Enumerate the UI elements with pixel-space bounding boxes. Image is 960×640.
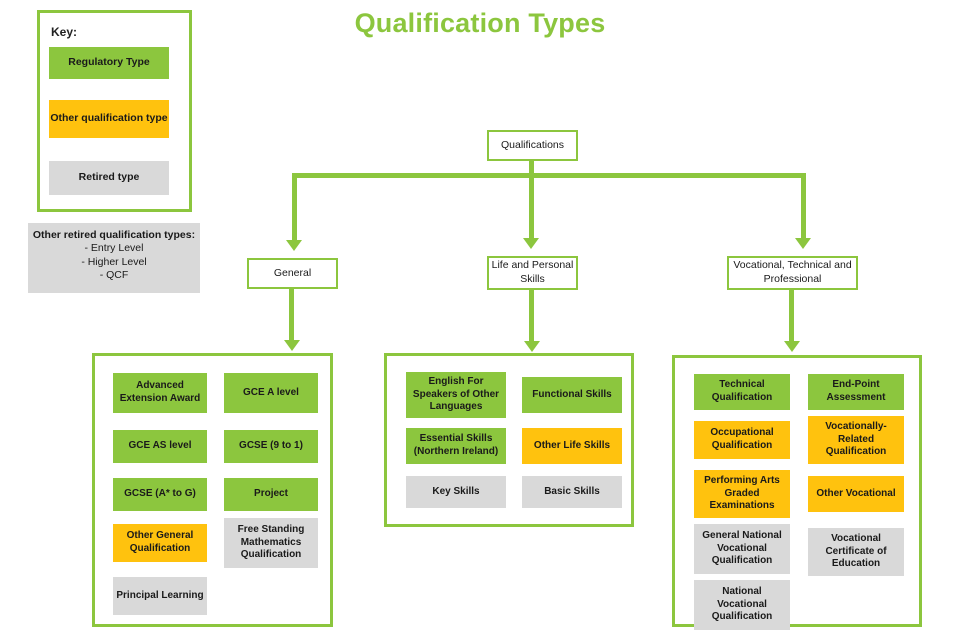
chip-key-skills[interactable]: Key Skills [406,476,506,508]
group-life-and-personal-skills: English For Speakers of Other Languages … [384,353,634,527]
node-vocational-technical-and-professional[interactable]: Vocational, Technical and Professional [727,256,858,290]
chip-advanced-extension-award[interactable]: Advanced Extension Award [113,373,207,413]
chip-english-for-speakers-of-other-languages[interactable]: English For Speakers of Other Languages [406,372,506,418]
chip-other-vocational[interactable]: Other Vocational [808,476,904,512]
connector-vtp-to-group [789,290,794,342]
chip-general-national-vocational-qualification[interactable]: General National Vocational Qualificatio… [694,524,790,574]
arrowhead-icon-general-group [284,340,300,351]
key-swatch-other-qualification-type: Other qualification type [49,100,169,138]
node-life-and-personal-skills[interactable]: Life and Personal Skills [487,256,578,290]
chip-technical-qualification[interactable]: Technical Qualification [694,374,790,410]
chip-gce-a-level[interactable]: GCE A level [224,373,318,413]
chip-other-life-skills[interactable]: Other Life Skills [522,428,622,464]
chip-other-general-qualification[interactable]: Other General Qualification [113,524,207,562]
connector-drop-life [529,173,534,239]
chip-basic-skills[interactable]: Basic Skills [522,476,622,508]
node-general[interactable]: General [247,258,338,289]
group-general-qualifications: Advanced Extension Award GCE A level GCE… [92,353,333,627]
connector-general-to-group [289,289,294,341]
chip-national-vocational-qualification[interactable]: National Vocational Qualification [694,580,790,630]
page-title: Qualification Types [354,8,606,38]
chip-vocationally-related-qualification[interactable]: Vocationally-Related Qualification [808,416,904,464]
retired-note-heading: Other retired qualification types: [32,229,196,241]
retired-note-item: - Entry Level [84,242,144,255]
arrowhead-icon-life [523,238,539,249]
other-retired-qualification-types-panel: Other retired qualification types: - Ent… [28,223,200,293]
connector-life-to-group [529,290,534,342]
key-swatch-retired-type: Retired type [49,161,169,195]
key-heading: Key: [51,25,78,39]
chip-essential-skills-northern-ireland[interactable]: Essential Skills (Northern Ireland) [406,428,506,464]
retired-note-item: - QCF [99,269,129,282]
chip-principal-learning[interactable]: Principal Learning [113,577,207,615]
retired-note-item: - Higher Level [81,255,147,268]
arrowhead-icon-general [286,240,302,251]
node-qualifications[interactable]: Qualifications [487,130,578,161]
connector-drop-vtp [801,173,806,239]
chip-gcse-9-to-1[interactable]: GCSE (9 to 1) [224,430,318,463]
arrowhead-icon-vtp-group [784,341,800,352]
connector-horizontal-bar [292,173,806,178]
chip-occupational-qualification[interactable]: Occupational Qualification [694,421,790,459]
chip-gcse-a-star-to-g[interactable]: GCSE (A* to G) [113,478,207,511]
chip-project[interactable]: Project [224,478,318,511]
arrowhead-icon-life-group [524,341,540,352]
chip-gce-as-level[interactable]: GCE AS level [113,430,207,463]
chip-performing-arts-graded-examinations[interactable]: Performing Arts Graded Examinations [694,470,790,518]
connector-root-stem [529,160,534,176]
chip-free-standing-mathematics-qualification[interactable]: Free Standing Mathematics Qualification [224,518,318,568]
arrowhead-icon-vtp [795,238,811,249]
key-swatch-regulatory-type: Regulatory Type [49,47,169,79]
connector-drop-general [292,173,297,241]
chip-end-point-assessment[interactable]: End-Point Assessment [808,374,904,410]
chip-functional-skills[interactable]: Functional Skills [522,377,622,413]
chip-vocational-certificate-of-education[interactable]: Vocational Certificate of Education [808,528,904,576]
group-vocational-technical-and-professional: Technical Qualification End-Point Assess… [672,355,922,630]
